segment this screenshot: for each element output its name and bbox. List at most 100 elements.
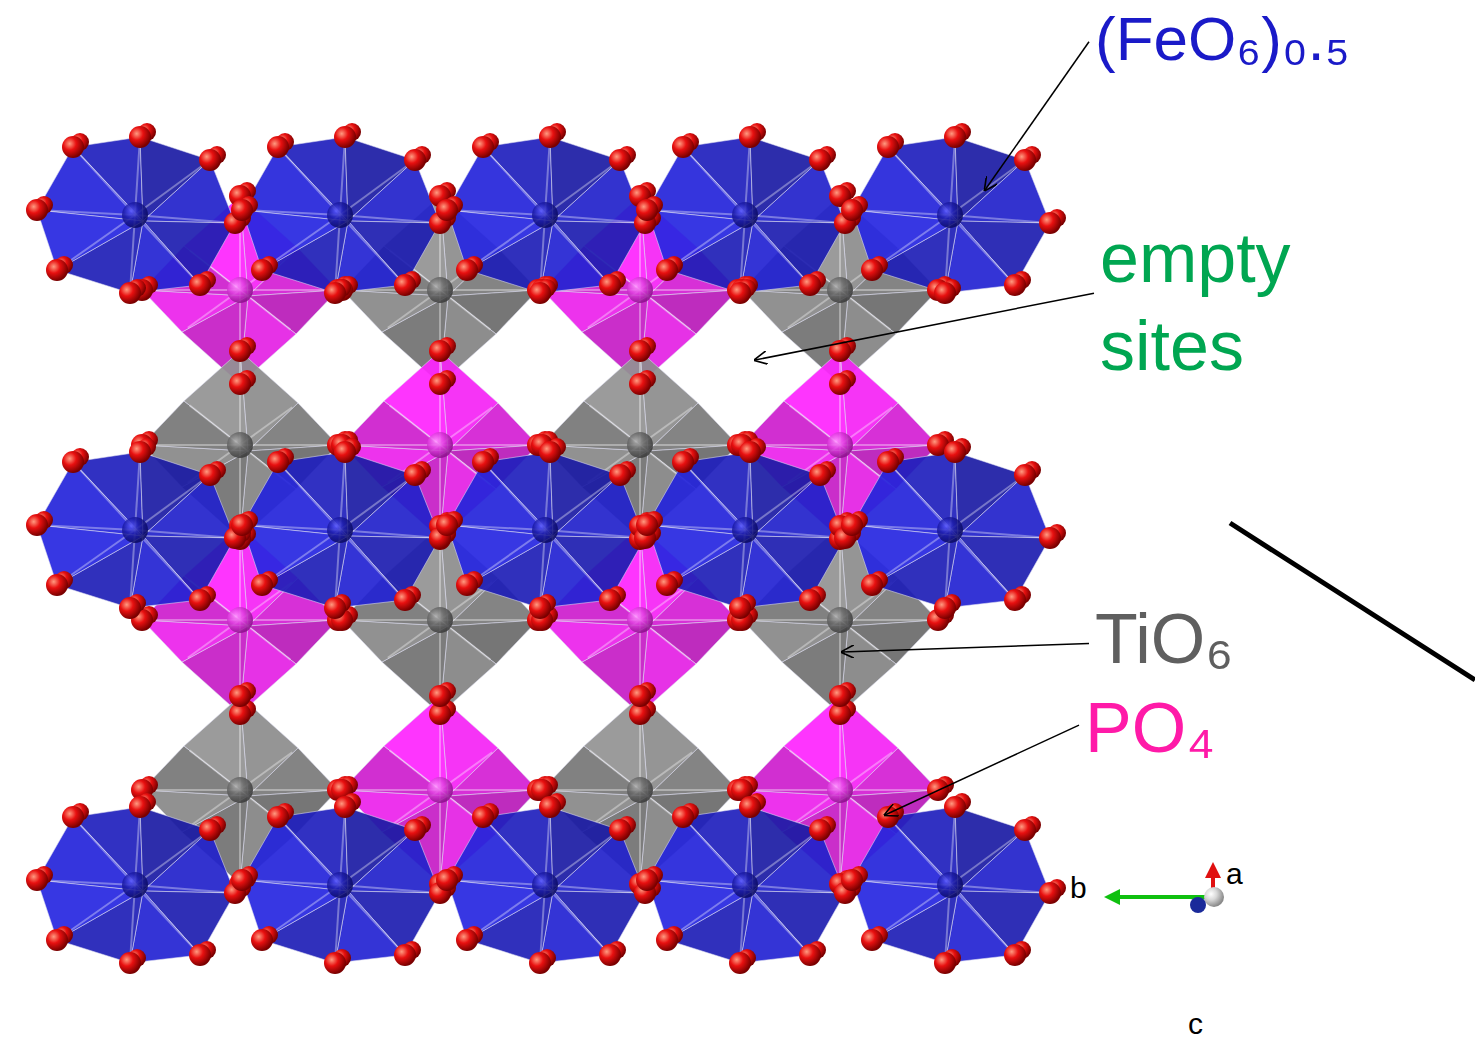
axis-label-box: b xyxy=(1070,872,1087,904)
oxygen-atom xyxy=(129,796,151,818)
oxygen-atom xyxy=(1004,589,1026,611)
oxygen-atom xyxy=(429,685,451,707)
bond-line xyxy=(47,211,135,216)
oxygen-atom xyxy=(861,574,883,596)
oxygen-atom xyxy=(267,136,289,158)
metal-atom xyxy=(937,517,963,543)
oxygen-atom xyxy=(609,149,631,171)
axis-label: b xyxy=(1070,872,1087,904)
feo6-octahedron xyxy=(852,452,1050,608)
oxygen-atom xyxy=(62,806,84,828)
oxygen-atom xyxy=(46,574,68,596)
leader-line xyxy=(755,293,1094,360)
polyhedron-face xyxy=(958,475,1050,538)
oxygen-atom xyxy=(672,806,694,828)
oxygen-atom xyxy=(636,199,658,221)
zoom-line xyxy=(1230,523,1475,680)
bond-line xyxy=(552,619,640,621)
oxygen-atom xyxy=(799,944,821,966)
metal-atom xyxy=(627,432,653,458)
oxygen-atom xyxy=(46,259,68,281)
bond-line xyxy=(440,289,528,291)
bond-line xyxy=(552,789,640,791)
oxygen-atom xyxy=(46,929,68,951)
oxygen-atom xyxy=(251,259,273,281)
polyhedron-face xyxy=(958,160,1050,223)
oxygen-atom xyxy=(672,451,694,473)
bond-line xyxy=(457,526,545,531)
feo6-octahedron xyxy=(447,452,645,608)
oxygen-atom xyxy=(394,944,416,966)
oxygen-atom xyxy=(267,806,289,828)
bond-line xyxy=(745,530,835,537)
metal-atom xyxy=(532,872,558,898)
oxygen-atom xyxy=(436,869,458,891)
oxygen-atom xyxy=(231,869,253,891)
bond-line xyxy=(950,215,1040,222)
metal-atom xyxy=(827,777,853,803)
metal-atom xyxy=(427,607,453,633)
oxygen-atom xyxy=(456,574,478,596)
fe-label-box: (FeO₆)₀.₅ xyxy=(1095,6,1350,71)
bond-line xyxy=(840,619,928,621)
feo6-octahedron xyxy=(647,452,845,608)
oxygen-atom xyxy=(404,464,426,486)
bond-line xyxy=(240,289,328,291)
metal-atom xyxy=(627,277,653,303)
oxygen-atom xyxy=(1039,882,1061,904)
feo6-octahedron xyxy=(852,807,1050,963)
metal-atom xyxy=(627,607,653,633)
metal-atom xyxy=(732,202,758,228)
oxygen-atom xyxy=(609,819,631,841)
bond-line xyxy=(752,789,840,791)
empty-sites-label: empty sites xyxy=(1100,214,1390,390)
metal-atom xyxy=(937,202,963,228)
fe-label: (FeO₆)₀.₅ xyxy=(1095,6,1350,71)
oxygen-atom xyxy=(934,597,956,619)
oxygen-atom xyxy=(599,944,621,966)
oxygen-atom xyxy=(26,199,48,221)
bond-line xyxy=(640,789,728,791)
bond-line xyxy=(152,789,240,791)
oxygen-atom xyxy=(629,685,651,707)
metal-atom xyxy=(427,777,453,803)
oxygen-atom xyxy=(599,274,621,296)
polyhedron-face xyxy=(848,403,938,451)
oxygen-atom xyxy=(472,451,494,473)
bond-line xyxy=(457,211,545,216)
axis-origin xyxy=(1204,887,1224,907)
oxygen-atom xyxy=(841,869,863,891)
metal-atom xyxy=(122,872,148,898)
oxygen-atom xyxy=(129,126,151,148)
bond-line xyxy=(47,526,135,531)
oxygen-atom xyxy=(26,869,48,891)
oxygen-atom xyxy=(539,796,561,818)
feo6-octahedron xyxy=(37,137,235,293)
bond-line xyxy=(545,215,635,222)
feo6-octahedron xyxy=(447,137,645,293)
oxygen-atom xyxy=(944,441,966,463)
bond-line xyxy=(640,444,728,446)
oxygen-atom xyxy=(334,441,356,463)
oxygen-atom xyxy=(199,819,221,841)
metal-atom xyxy=(827,432,853,458)
bond-line xyxy=(840,789,928,791)
bond-line xyxy=(440,619,528,621)
polyhedron-face xyxy=(143,160,235,223)
feo6-octahedron xyxy=(852,137,1050,293)
bond-line xyxy=(252,211,340,216)
metal-atom xyxy=(827,277,853,303)
oxygen-atom xyxy=(861,929,883,951)
bond-line xyxy=(152,619,240,621)
polyhedron-face xyxy=(448,748,538,796)
leader-line xyxy=(985,42,1089,190)
oxygen-atom xyxy=(529,282,551,304)
oxygen-atom xyxy=(539,441,561,463)
oxygen-atom xyxy=(829,685,851,707)
oxygen-atom xyxy=(231,199,253,221)
oxygen-atom xyxy=(636,869,658,891)
oxygen-atom xyxy=(539,126,561,148)
metal-atom xyxy=(227,777,253,803)
feo6-octahedron xyxy=(447,807,645,963)
bond-line xyxy=(252,526,340,531)
